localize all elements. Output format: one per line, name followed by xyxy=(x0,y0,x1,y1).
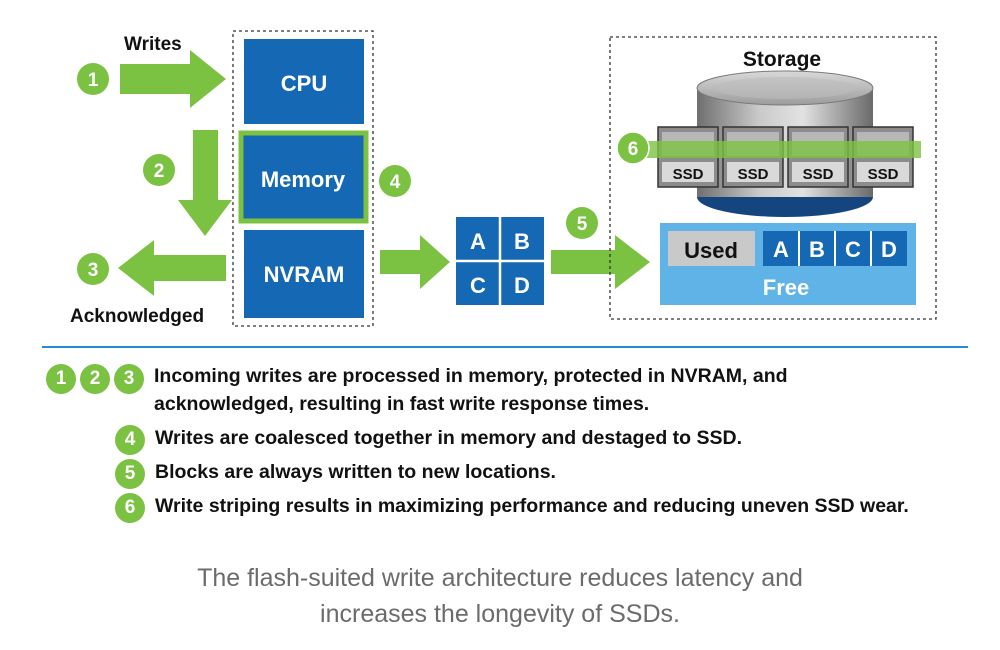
svg-text:4: 4 xyxy=(390,172,401,193)
caption-line-1: The flash-suited write architecture redu… xyxy=(197,564,803,592)
server-box xyxy=(232,30,374,327)
destage-arrow xyxy=(380,235,450,289)
nvram-label: NVRAM xyxy=(264,262,345,287)
legend-text: Blocks are always written to new locatio… xyxy=(155,461,556,483)
legend-badge: 1 xyxy=(46,364,76,394)
legend-item-1-2-3: 1 2 3 Incoming writes are processed in m… xyxy=(46,364,788,418)
legend-badges-1-2-3: 1 2 3 xyxy=(46,364,144,394)
svg-text:SSD: SSD xyxy=(738,166,769,183)
step-5-badge: 5 xyxy=(566,207,598,239)
step-3-badge: 3 xyxy=(77,253,109,285)
memory-box xyxy=(238,130,369,224)
write-architecture-diagram: Writes 1 CPU Memory NVRAM 2 4 3 Acknowle… xyxy=(70,30,937,327)
legend-text-cont: acknowledged, resulting in fast write re… xyxy=(154,393,650,415)
legend-item-4: 4 Writes are coalesced together in memor… xyxy=(115,425,742,455)
step-4-badge: 4 xyxy=(379,165,411,197)
svg-text:1: 1 xyxy=(88,70,99,91)
svg-text:6: 6 xyxy=(628,139,639,160)
step-6-badge: 6 xyxy=(616,131,650,165)
legend-text: Incoming writes are processed in memory,… xyxy=(154,365,788,387)
legend-text: Writes are coalesced together in memory … xyxy=(155,427,742,449)
striping-band xyxy=(623,141,921,158)
memory-label: Memory xyxy=(261,167,346,192)
acknowledge-arrow xyxy=(118,240,226,296)
cpu-box xyxy=(244,39,364,124)
block-a: A xyxy=(470,229,486,254)
written-blocks: A B C D xyxy=(763,231,907,266)
used-block xyxy=(668,231,755,266)
block-c: C xyxy=(470,273,486,298)
divider xyxy=(42,346,968,348)
written-block-a: A xyxy=(773,237,789,262)
block-d: D xyxy=(514,273,530,298)
svg-text:SSD: SSD xyxy=(868,166,899,183)
nvram-box xyxy=(244,230,364,318)
writes-label: Writes xyxy=(124,34,182,55)
legend-badge: 2 xyxy=(80,364,110,394)
storage-label: Storage xyxy=(743,48,821,71)
svg-text:SSD: SSD xyxy=(673,166,704,183)
coalesced-blocks: A B C D xyxy=(456,217,544,305)
svg-text:2: 2 xyxy=(154,161,165,182)
cpu-label: CPU xyxy=(281,71,327,96)
caption-line-2: increases the longevity of SSDs. xyxy=(320,600,680,628)
svg-text:SSD: SSD xyxy=(803,166,834,183)
written-block-d: D xyxy=(881,237,897,262)
step-2-badge: 2 xyxy=(143,154,175,186)
acknowledged-label: Acknowledged xyxy=(70,306,204,327)
step-1-badge: 1 xyxy=(77,63,109,95)
caption: The flash-suited write architecture redu… xyxy=(0,560,1000,632)
written-block-b: B xyxy=(809,237,825,262)
down-arrow xyxy=(178,130,232,236)
svg-text:5: 5 xyxy=(577,214,588,235)
legend-badge: 4 xyxy=(115,425,145,455)
write-arrow xyxy=(551,235,650,289)
legend-item-5: 5 Blocks are always written to new locat… xyxy=(115,459,556,489)
block-b: B xyxy=(514,229,530,254)
legend-item-6: 6 Write striping results in maximizing p… xyxy=(115,493,909,523)
storage-box xyxy=(609,36,937,320)
free-label: Free xyxy=(763,275,809,300)
svg-text:3: 3 xyxy=(88,260,99,281)
legend-text: Write striping results in maximizing per… xyxy=(155,495,909,517)
written-block-c: C xyxy=(845,237,861,262)
legend-badge: 5 xyxy=(115,459,145,489)
used-label: Used xyxy=(684,238,738,263)
legend-badge: 6 xyxy=(115,493,145,523)
legend-badge: 3 xyxy=(114,364,144,394)
writes-arrow xyxy=(120,50,226,108)
